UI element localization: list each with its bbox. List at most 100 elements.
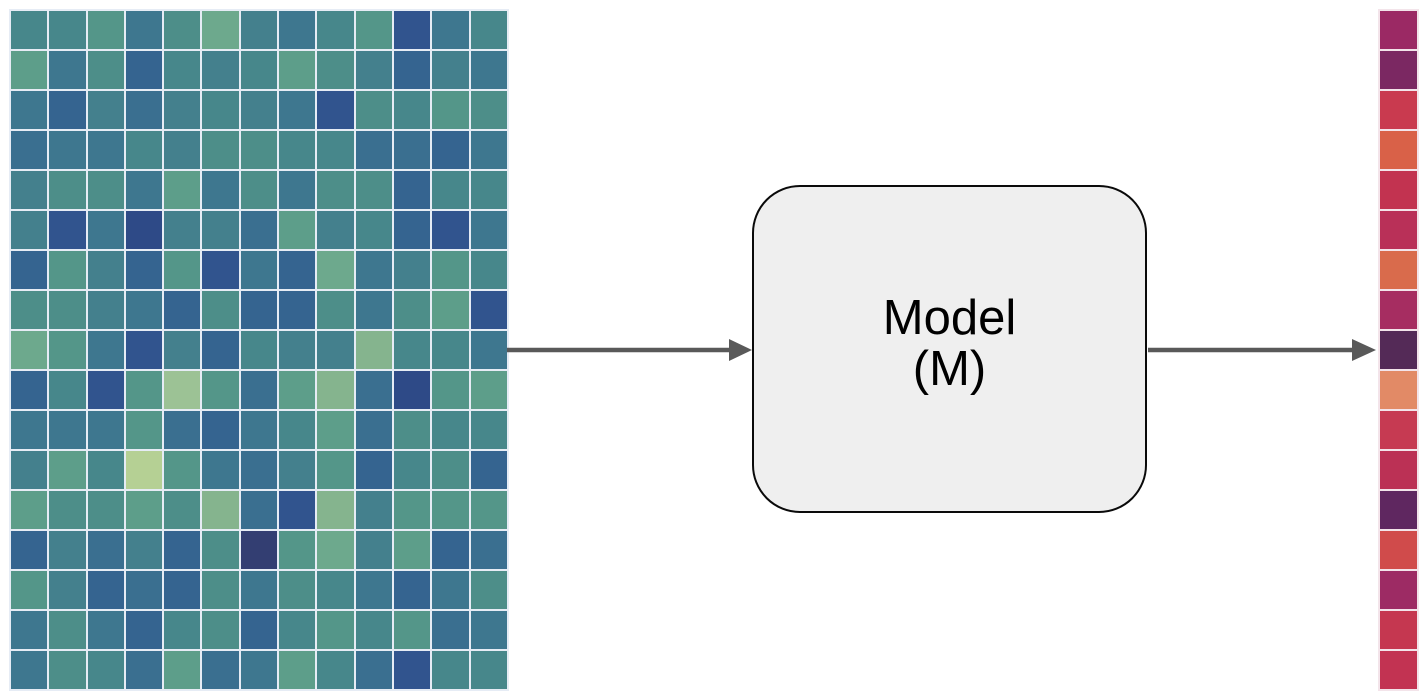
output-vector-strip [1378, 9, 1419, 691]
heatmap-cell [11, 331, 48, 369]
heatmap-cell [393, 331, 431, 369]
heatmap-cell [202, 491, 239, 529]
heatmap-cell [240, 411, 278, 449]
heatmap-cell [470, 651, 507, 689]
heatmap-cell [279, 531, 316, 569]
heatmap-cell [279, 91, 316, 129]
heatmap-cell [317, 411, 354, 449]
heatmap-cell [317, 11, 354, 49]
heatmap-cell [125, 651, 163, 689]
heatmap-cell [393, 531, 431, 569]
heatmap-cell [125, 331, 163, 369]
heatmap-cell [49, 291, 86, 329]
model-box: Model (M) [752, 185, 1147, 513]
output-cell [1380, 411, 1417, 449]
heatmap-cell [49, 331, 86, 369]
heatmap-cell [432, 291, 469, 329]
heatmap-cell [240, 91, 278, 129]
heatmap-cell [317, 251, 354, 289]
heatmap-cell [317, 131, 354, 169]
heatmap-cell [470, 51, 507, 89]
heatmap-cell [240, 371, 278, 409]
heatmap-cell [202, 371, 239, 409]
heatmap-cell [393, 291, 431, 329]
output-cell [1380, 171, 1417, 209]
heatmap-cell [49, 211, 86, 249]
heatmap-cell [202, 251, 239, 289]
heatmap-cell [355, 411, 392, 449]
heatmap-cell [87, 211, 124, 249]
heatmap-cell [49, 131, 86, 169]
heatmap-cell [125, 611, 163, 649]
heatmap-cell [432, 451, 469, 489]
arrow-input-to-model [507, 339, 752, 361]
heatmap-cell [11, 51, 48, 89]
heatmap-cell [164, 291, 201, 329]
heatmap-cell [87, 91, 124, 129]
heatmap-cell [240, 131, 278, 169]
heatmap-cell [279, 451, 316, 489]
heatmap-cell [432, 611, 469, 649]
heatmap-cell [202, 91, 239, 129]
heatmap-cell [125, 91, 163, 129]
heatmap-cell [432, 91, 469, 129]
heatmap-cell [432, 131, 469, 169]
heatmap-cell [393, 491, 431, 529]
heatmap-cell [470, 371, 507, 409]
heatmap-cell [240, 211, 278, 249]
output-cell [1380, 491, 1417, 529]
heatmap-cell [164, 491, 201, 529]
heatmap-cell [49, 411, 86, 449]
heatmap-cell [393, 451, 431, 489]
heatmap-cell [49, 371, 86, 409]
heatmap-cell [164, 451, 201, 489]
heatmap-cell [355, 651, 392, 689]
heatmap-cell [125, 51, 163, 89]
heatmap-cell [240, 251, 278, 289]
heatmap-cell [470, 291, 507, 329]
heatmap-cell [87, 171, 124, 209]
heatmap-cell [317, 51, 354, 89]
heatmap-cell [49, 51, 86, 89]
heatmap-cell [355, 291, 392, 329]
heatmap-cell [432, 11, 469, 49]
heatmap-cell [202, 171, 239, 209]
heatmap-cell [393, 611, 431, 649]
heatmap-cell [164, 611, 201, 649]
heatmap-cell [432, 411, 469, 449]
heatmap-cell [470, 211, 507, 249]
heatmap-cell [355, 11, 392, 49]
heatmap-cell [470, 491, 507, 529]
heatmap-cell [164, 51, 201, 89]
heatmap-cell [11, 251, 48, 289]
output-cell [1380, 291, 1417, 329]
heatmap-cell [202, 451, 239, 489]
heatmap-cell [355, 491, 392, 529]
heatmap-cell [355, 91, 392, 129]
heatmap-cell [164, 131, 201, 169]
heatmap-cell [432, 571, 469, 609]
heatmap-cell [11, 171, 48, 209]
heatmap-cell [279, 171, 316, 209]
heatmap-cell [279, 611, 316, 649]
heatmap-cell [125, 211, 163, 249]
heatmap-cell [470, 611, 507, 649]
heatmap-cell [355, 211, 392, 249]
heatmap-cell [202, 611, 239, 649]
heatmap-cell [279, 411, 316, 449]
heatmap-cell [279, 571, 316, 609]
heatmap-cell [317, 451, 354, 489]
heatmap-cell [393, 211, 431, 249]
heatmap-cell [87, 451, 124, 489]
heatmap-cell [202, 291, 239, 329]
heatmap-cell [125, 571, 163, 609]
heatmap-cell [11, 451, 48, 489]
heatmap-cell [240, 531, 278, 569]
heatmap-cell [11, 531, 48, 569]
heatmap-cell [317, 491, 354, 529]
heatmap-cell [317, 331, 354, 369]
heatmap-cell [87, 291, 124, 329]
heatmap-cell [125, 451, 163, 489]
heatmap-cell [317, 291, 354, 329]
